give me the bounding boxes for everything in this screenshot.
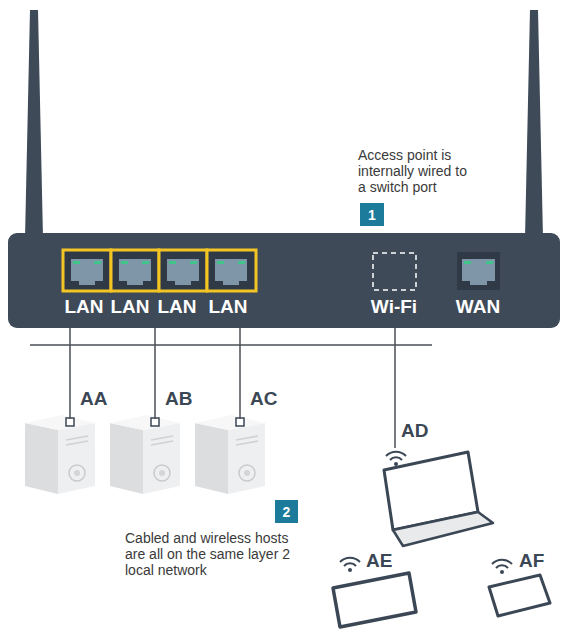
access-point-slot — [373, 253, 416, 290]
lan-port — [63, 250, 256, 291]
phone-host: AF — [485, 572, 553, 620]
laptop-host: AD — [380, 448, 494, 548]
host-label: AC — [250, 388, 277, 410]
host-label: AA — [80, 388, 107, 410]
laptop-illustration — [384, 452, 493, 546]
lan-bus-wire — [30, 345, 432, 346]
host-label: AD — [401, 420, 428, 442]
desktop-host: AC — [195, 419, 265, 499]
router-body: LAN LAN LAN LAN Wi-Fi WAN — [8, 233, 560, 328]
port-label: LAN — [110, 296, 149, 318]
port-label: Wi-Fi — [371, 296, 417, 318]
desktop-host: AB — [110, 419, 180, 499]
host-label: AB — [165, 388, 192, 410]
host-label: AE — [366, 550, 392, 572]
desktop-host: AA — [25, 419, 95, 499]
port-label: LAN — [208, 296, 247, 318]
callout-number: 1 — [360, 203, 384, 226]
network-cable — [154, 328, 156, 419]
host-label: AF — [519, 550, 544, 572]
antenna — [25, 10, 543, 238]
port-label: WAN — [456, 296, 500, 318]
port-label: LAN — [64, 296, 103, 318]
network-cable — [69, 328, 71, 419]
network-cable — [394, 328, 396, 448]
callout-note: Access point is internally wired to a sw… — [358, 147, 470, 195]
callout-note: Cabled and wireless hosts are all on the… — [125, 530, 290, 578]
desktop-illustration — [25, 415, 265, 494]
tablet-host: AE — [328, 572, 420, 630]
wan-port — [457, 252, 500, 290]
callout-number: 2 — [275, 500, 298, 523]
network-cable — [239, 328, 241, 419]
port-label: LAN — [157, 296, 196, 318]
